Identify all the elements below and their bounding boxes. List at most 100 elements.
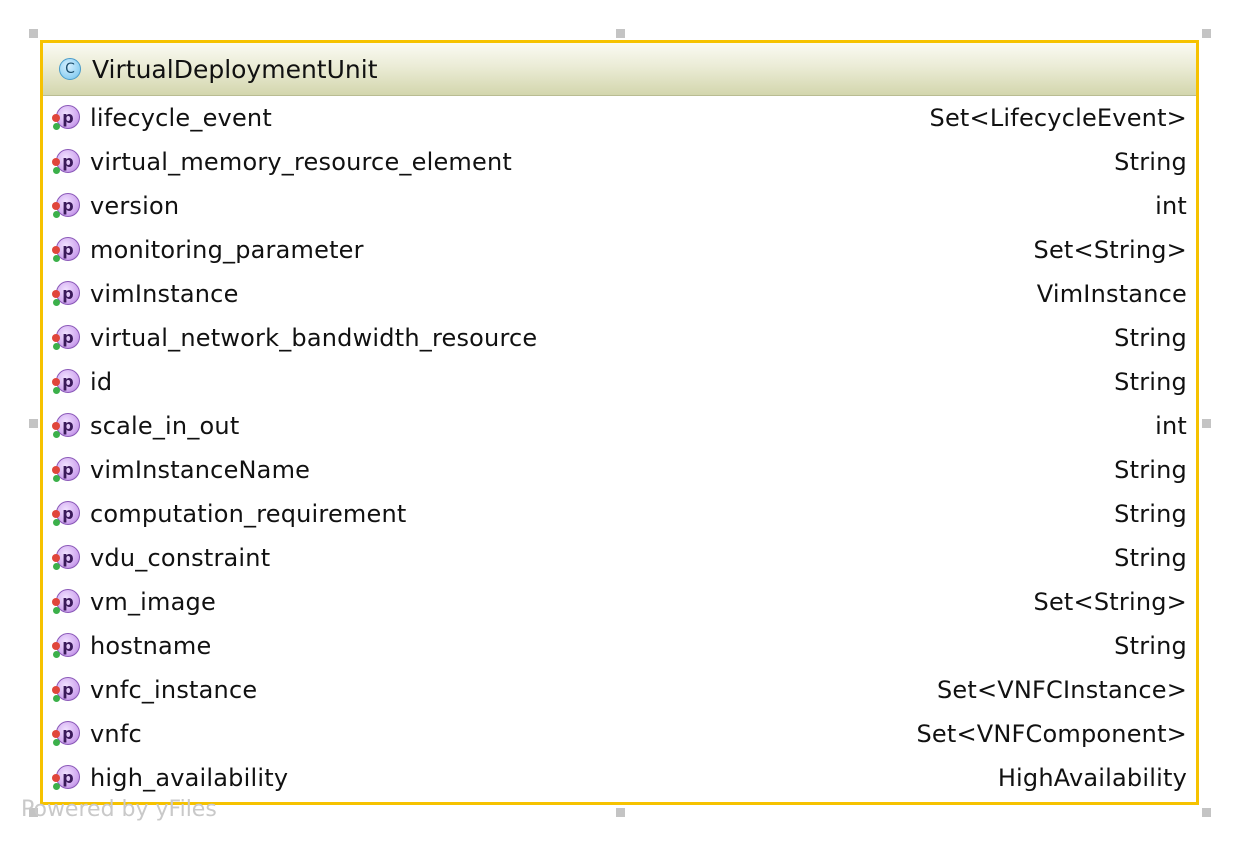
field-row[interactable]: p vimInstanceName String bbox=[43, 448, 1196, 492]
field-type: String bbox=[1114, 148, 1187, 176]
field-name: version bbox=[90, 192, 180, 220]
property-icon: p bbox=[52, 413, 80, 438]
field-name: vm_image bbox=[90, 588, 216, 616]
field-name: vnfc bbox=[90, 720, 142, 748]
property-icon-letter: p bbox=[62, 415, 74, 435]
public-accessor-icon bbox=[53, 475, 60, 482]
private-visibility-icon bbox=[52, 642, 60, 650]
resize-handle-bottom-right[interactable] bbox=[1202, 808, 1211, 817]
property-icon-letter: p bbox=[62, 635, 74, 655]
public-accessor-icon bbox=[53, 607, 60, 614]
property-icon: p bbox=[52, 325, 80, 350]
field-type: Set<VNFCInstance> bbox=[936, 676, 1187, 704]
field-name: high_availability bbox=[90, 764, 289, 792]
field-type: Set<VNFComponent> bbox=[916, 720, 1187, 748]
public-accessor-icon bbox=[53, 211, 60, 218]
field-type: HighAvailability bbox=[997, 764, 1187, 792]
property-p-icon: p bbox=[56, 589, 80, 613]
property-icon-letter: p bbox=[62, 459, 74, 479]
field-name: lifecycle_event bbox=[90, 104, 272, 132]
property-icon: p bbox=[52, 457, 80, 482]
property-icon-letter: p bbox=[62, 371, 74, 391]
property-icon-letter: p bbox=[62, 679, 74, 699]
private-visibility-icon bbox=[52, 202, 60, 210]
resize-handle-top-right[interactable] bbox=[1202, 29, 1211, 38]
field-name: hostname bbox=[90, 632, 212, 660]
watermark: Powered by yFiles bbox=[21, 797, 217, 822]
property-icon: p bbox=[52, 237, 80, 262]
public-accessor-icon bbox=[53, 739, 60, 746]
class-header[interactable]: C VirtualDeploymentUnit bbox=[43, 43, 1196, 96]
field-type: String bbox=[1114, 368, 1187, 396]
field-type: String bbox=[1114, 632, 1187, 660]
field-type: Set<LifecycleEvent> bbox=[929, 104, 1187, 132]
property-icon-letter: p bbox=[62, 723, 74, 743]
property-icon-letter: p bbox=[62, 327, 74, 347]
public-accessor-icon bbox=[53, 343, 60, 350]
property-icon-letter: p bbox=[62, 239, 74, 259]
resize-handle-bottom-center[interactable] bbox=[616, 808, 625, 817]
public-accessor-icon bbox=[53, 255, 60, 262]
class-name: VirtualDeploymentUnit bbox=[92, 54, 378, 84]
property-icon: p bbox=[52, 149, 80, 174]
property-icon: p bbox=[52, 721, 80, 746]
resize-handle-top-left[interactable] bbox=[29, 29, 38, 38]
public-accessor-icon bbox=[53, 299, 60, 306]
property-p-icon: p bbox=[56, 501, 80, 525]
field-row[interactable]: p hostname String bbox=[43, 624, 1196, 668]
class-icon-letter: C bbox=[65, 61, 75, 77]
property-p-icon: p bbox=[56, 149, 80, 173]
property-p-icon: p bbox=[56, 457, 80, 481]
property-icon-letter: p bbox=[62, 107, 74, 127]
field-name: computation_requirement bbox=[90, 500, 407, 528]
field-type: String bbox=[1114, 544, 1187, 572]
private-visibility-icon bbox=[52, 466, 60, 474]
private-visibility-icon bbox=[52, 598, 60, 606]
field-type: String bbox=[1114, 456, 1187, 484]
public-accessor-icon bbox=[53, 651, 60, 658]
property-icon-letter: p bbox=[62, 283, 74, 303]
private-visibility-icon bbox=[52, 378, 60, 386]
property-icon-letter: p bbox=[62, 195, 74, 215]
public-accessor-icon bbox=[53, 387, 60, 394]
private-visibility-icon bbox=[52, 422, 60, 430]
property-p-icon: p bbox=[56, 545, 80, 569]
class-node-virtual-deployment-unit[interactable]: C VirtualDeploymentUnit p lifecycle_event… bbox=[40, 40, 1199, 805]
resize-handle-bottom-left[interactable] bbox=[29, 808, 38, 817]
field-name: scale_in_out bbox=[90, 412, 240, 440]
field-name: monitoring_parameter bbox=[90, 236, 364, 264]
private-visibility-icon bbox=[52, 510, 60, 518]
field-name: virtual_network_bandwidth_resource bbox=[90, 324, 538, 352]
field-type: VimInstance bbox=[1036, 280, 1187, 308]
public-accessor-icon bbox=[53, 167, 60, 174]
field-type: int bbox=[1155, 412, 1187, 440]
private-visibility-icon bbox=[52, 334, 60, 342]
resize-handle-middle-right[interactable] bbox=[1202, 419, 1211, 428]
class-c-icon: C bbox=[59, 58, 81, 80]
field-row[interactable]: p lifecycle_event Set<LifecycleEvent> bbox=[43, 96, 1196, 140]
property-icon-letter: p bbox=[62, 503, 74, 523]
property-p-icon: p bbox=[56, 677, 80, 701]
resize-handle-top-center[interactable] bbox=[616, 29, 625, 38]
field-row[interactable]: p high_availability HighAvailability bbox=[43, 756, 1196, 800]
property-p-icon: p bbox=[56, 325, 80, 349]
property-icon-letter: p bbox=[62, 767, 74, 787]
field-name: vimInstanceName bbox=[90, 456, 311, 484]
field-row[interactable]: p scale_in_out int bbox=[43, 404, 1196, 448]
field-name: id bbox=[90, 368, 113, 396]
resize-handle-middle-left[interactable] bbox=[29, 419, 38, 428]
property-icon: p bbox=[52, 105, 80, 130]
public-accessor-icon bbox=[53, 783, 60, 790]
